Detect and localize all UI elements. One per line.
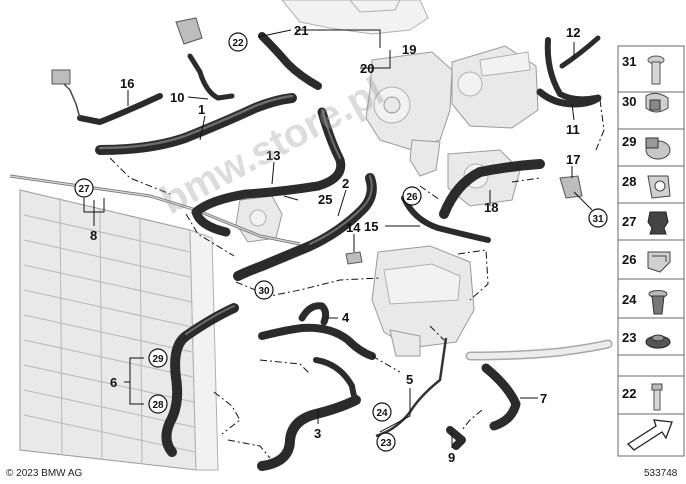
svg-text:29: 29 xyxy=(152,354,164,365)
panel-item-28: 28 xyxy=(622,174,671,199)
hose-10 xyxy=(175,17,235,101)
svg-text:29: 29 xyxy=(622,134,636,149)
hose-6 xyxy=(161,303,239,457)
svg-text:31: 31 xyxy=(622,54,636,69)
callout-5: 5 xyxy=(406,372,413,387)
circled-callout-22: 22 xyxy=(228,32,248,52)
panel-item-31: 31 xyxy=(622,54,665,85)
panel-item-22: 22 xyxy=(622,383,663,411)
svg-text:27: 27 xyxy=(622,214,636,229)
svg-text:22: 22 xyxy=(232,38,244,49)
callout-21: 21 xyxy=(294,23,308,38)
hose-3 xyxy=(257,357,361,471)
callout-16: 16 xyxy=(120,76,134,91)
hose-14 xyxy=(345,251,363,265)
svg-text:27: 27 xyxy=(78,184,90,195)
bolt-icon xyxy=(647,55,665,85)
callout-1: 1 xyxy=(198,102,205,117)
callout-9: 9 xyxy=(448,450,455,465)
panel-item-27: 27 xyxy=(622,211,669,235)
screw-icon xyxy=(651,383,663,411)
assembly-lines xyxy=(109,99,605,459)
hose-clamp-icon xyxy=(645,92,669,113)
callout-17: 17 xyxy=(566,152,580,167)
callout-20: 20 xyxy=(360,61,374,76)
svg-text:31: 31 xyxy=(592,214,604,225)
circled-callout-27: 27 xyxy=(74,178,94,198)
svg-text:30: 30 xyxy=(258,286,270,297)
hose-7 xyxy=(481,363,521,431)
clip-icon xyxy=(647,175,671,199)
svg-text:26: 26 xyxy=(622,252,636,267)
callout-13: 13 xyxy=(266,148,280,163)
hose-1 xyxy=(95,93,297,155)
svg-text:26: 26 xyxy=(406,192,418,203)
callout-numbers: 1 2 3 4 5 6 7 8 9 10 11 12 13 14 15 16 1… xyxy=(90,23,580,465)
hose-16 xyxy=(51,69,163,125)
thermostat-housing xyxy=(447,149,521,207)
grommet-icon xyxy=(647,211,669,235)
panel-item-26: 26 xyxy=(622,251,671,273)
direction-arrow-icon xyxy=(626,419,673,451)
panel-item-29: 29 xyxy=(622,134,671,160)
callout-12: 12 xyxy=(566,25,580,40)
svg-text:24: 24 xyxy=(376,408,388,419)
diagram-number: 533748 xyxy=(644,468,678,479)
hose-2 xyxy=(233,173,377,281)
circled-callout-31: 31 xyxy=(588,208,608,228)
callout-14: 14 xyxy=(346,220,361,235)
panel-item-30: 30 xyxy=(622,92,669,113)
callout-19: 19 xyxy=(402,42,416,57)
alternator xyxy=(451,45,539,129)
hose-12 xyxy=(544,35,601,103)
collar-nut-icon xyxy=(645,334,671,349)
callout-25: 25 xyxy=(318,192,332,207)
coolant-pump xyxy=(365,51,453,177)
bracket-clip-icon xyxy=(647,251,671,273)
circled-callout-26: 26 xyxy=(402,186,422,206)
callout-11: 11 xyxy=(566,122,580,137)
hose-17 xyxy=(559,175,583,199)
callout-4: 4 xyxy=(342,310,350,325)
svg-text:24: 24 xyxy=(622,292,637,307)
hose-15 xyxy=(401,195,491,243)
hose-13 xyxy=(191,107,346,237)
circled-callout-29: 29 xyxy=(148,348,168,368)
hose-4 xyxy=(258,302,376,360)
circled-callout-24: 24 xyxy=(372,402,392,422)
svg-text:22: 22 xyxy=(622,386,636,401)
callout-18: 18 xyxy=(484,200,498,215)
panel-item-23: 23 xyxy=(622,330,671,349)
parts-panel: 31 30 29 28 xyxy=(617,45,685,457)
callout-15: 15 xyxy=(364,219,378,234)
circled-callout-28: 28 xyxy=(148,394,168,414)
expansion-tank xyxy=(371,245,475,357)
callout-6: 6 xyxy=(110,375,117,390)
panel-item-24: 24 xyxy=(622,290,668,315)
return-pipe xyxy=(465,339,613,361)
svg-text:28: 28 xyxy=(152,400,164,411)
engine-block-outline xyxy=(281,0,429,35)
callout-10: 10 xyxy=(170,90,184,105)
hose-9 xyxy=(446,426,466,450)
hose-19 xyxy=(258,32,322,90)
leader-lines xyxy=(83,29,593,448)
callout-8: 8 xyxy=(90,228,97,243)
copyright: © 2023 BMW AG xyxy=(6,468,83,479)
callout-3: 3 xyxy=(314,426,321,441)
hose-18 xyxy=(439,159,545,219)
hose-clamp-icon xyxy=(645,137,671,160)
callout-2: 2 xyxy=(342,176,349,191)
svg-text:30: 30 xyxy=(622,94,636,109)
svg-text:23: 23 xyxy=(380,438,392,449)
circled-callout-30: 30 xyxy=(254,280,274,300)
circled-callouts: 22 27 26 31 30 29 28 24 xyxy=(74,32,608,452)
svg-text:23: 23 xyxy=(622,330,636,345)
hose-11 xyxy=(536,88,602,108)
expanding-rivet-icon xyxy=(648,290,668,315)
callout-7: 7 xyxy=(540,391,547,406)
circled-callout-23: 23 xyxy=(376,432,396,452)
svg-text:28: 28 xyxy=(622,174,636,189)
